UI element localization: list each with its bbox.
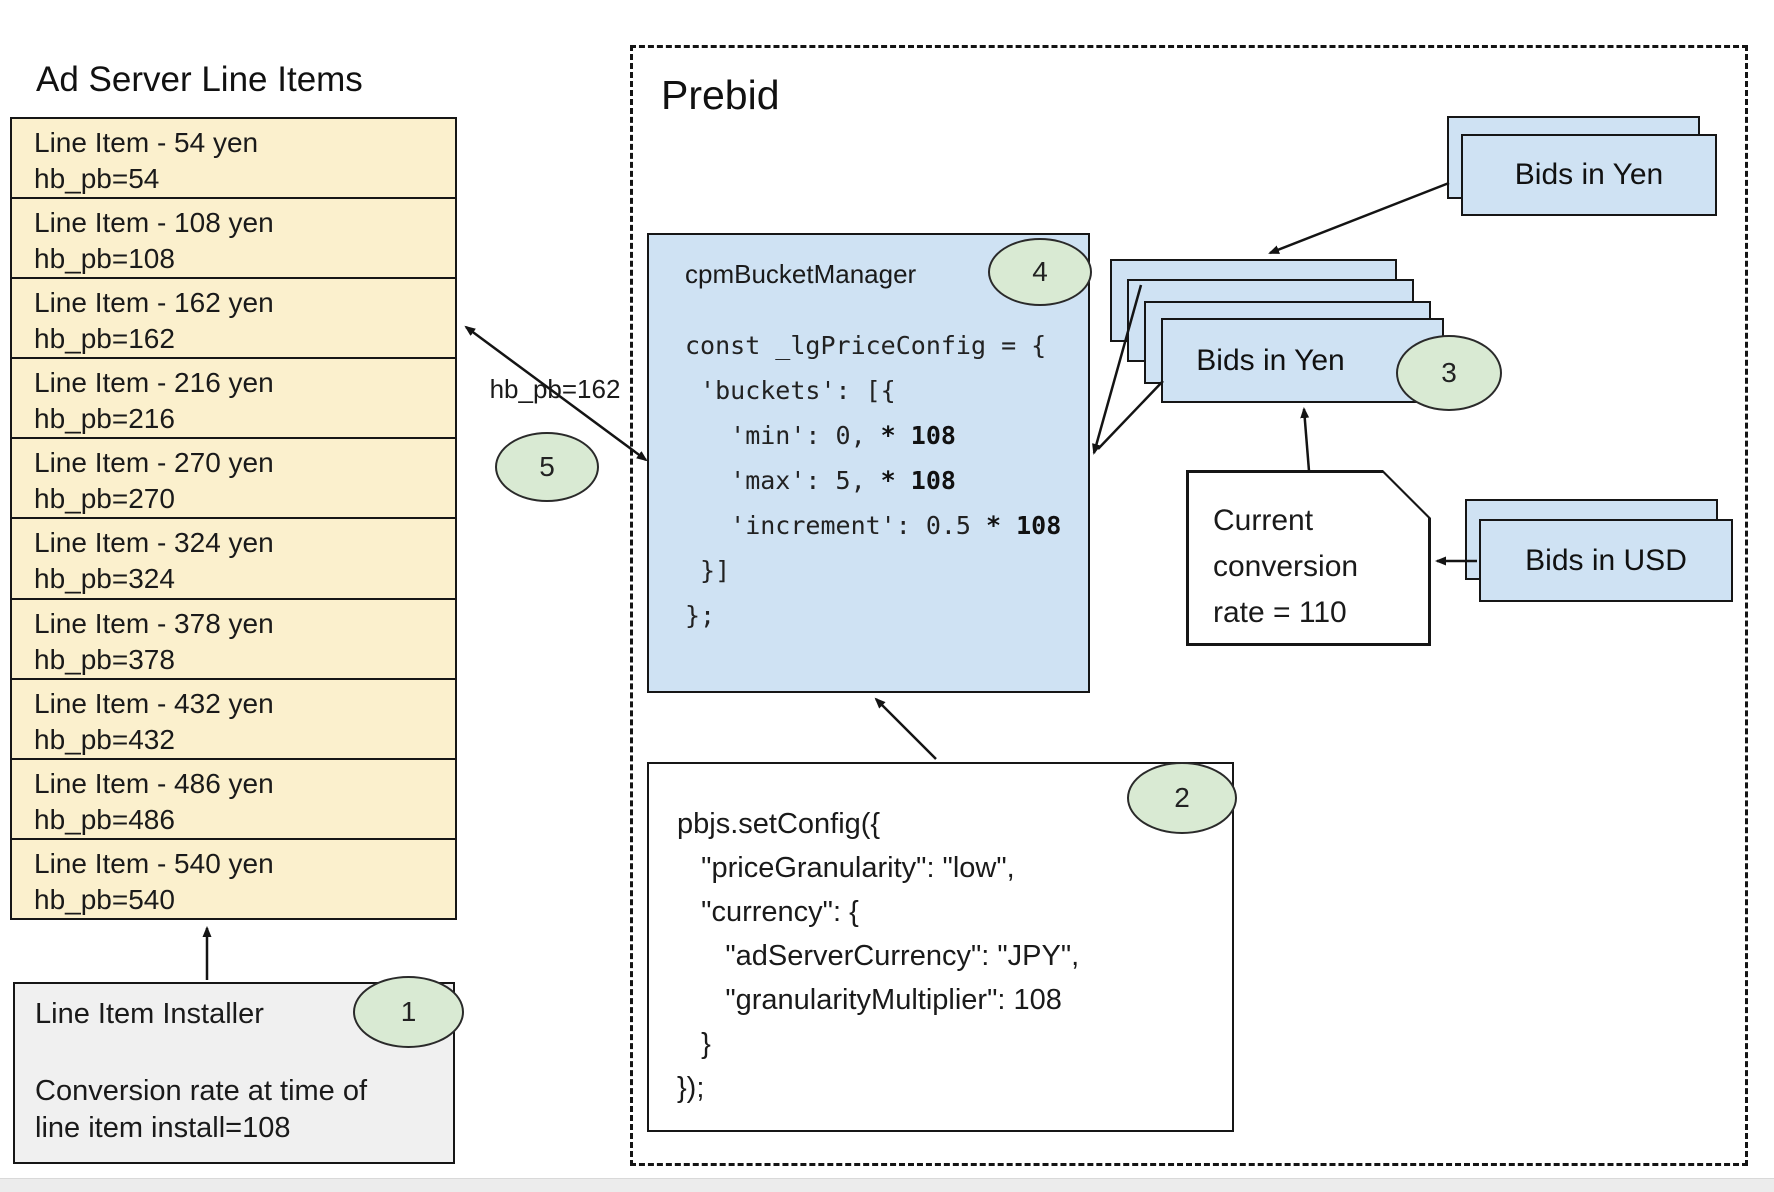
line-item-row: Line Item - 216 yen hb_pb=216: [12, 359, 455, 440]
installer-title: Line Item Installer: [35, 998, 264, 1030]
bids-in-yen-stack-card: Bids in Yen: [1161, 318, 1444, 403]
cpm-bucket-manager-code: const _lgPriceConfig = { 'buckets': [{ '…: [685, 323, 1061, 638]
installer-note: Conversion rate at time of line item ins…: [35, 1073, 433, 1147]
set-config-code-line: "adServerCurrency": "JPY",: [677, 940, 1080, 972]
set-config-code-line: "currency": {: [677, 896, 859, 928]
bottom-strip: [0, 1178, 1774, 1192]
set-config-box: pbjs.setConfig({ "priceGranularity": "lo…: [647, 762, 1234, 1132]
line-item-title: Line Item - 486 yen: [34, 767, 274, 799]
line-item-row: Line Item - 432 yen hb_pb=432: [12, 679, 455, 760]
line-item-row: Line Item - 54 yen hb_pb=54: [12, 119, 455, 200]
line-item-row: Line Item - 270 yen hb_pb=270: [12, 439, 455, 520]
installer-note-line: Conversion rate at time of: [35, 1075, 368, 1107]
line-item-row: Line Item - 162 yen hb_pb=162: [12, 279, 455, 360]
line-item-row: Line Item - 324 yen hb_pb=324: [12, 519, 455, 600]
line-item-title: Line Item - 54 yen: [34, 127, 259, 158]
conversion-rate-line: Current: [1213, 504, 1314, 537]
bids-in-usd-label: Bids in USD: [1525, 543, 1687, 577]
cpm-code-line: 'max': 5, * 108: [685, 466, 956, 495]
set-config-code-line: pbjs.setConfig({: [677, 808, 881, 840]
cpm-code-line: };: [685, 601, 716, 630]
line-item-title: Line Item - 378 yen: [34, 607, 274, 639]
line-item-row: Line Item - 486 yen hb_pb=486: [12, 759, 455, 840]
cpm-bucket-manager-title: cpmBucketManager: [685, 259, 917, 289]
line-item-hb-pb: hb_pb=540: [34, 883, 175, 915]
installer-note-line: line item install=108: [35, 1112, 291, 1144]
cpm-code-line: 'buckets': [{: [685, 376, 896, 405]
line-item-hb-pb: hb_pb=162: [34, 323, 175, 355]
set-config-code: pbjs.setConfig({ "priceGranularity": "lo…: [677, 802, 1079, 1110]
line-item-hb-pb: hb_pb=108: [34, 243, 175, 275]
line-item-hb-pb: hb_pb=486: [34, 803, 175, 835]
line-item-hb-pb: hb_pb=270: [34, 483, 175, 515]
line-item-hb-pb: hb_pb=432: [34, 723, 175, 755]
line-item-title: Line Item - 270 yen: [34, 447, 274, 479]
step-badge-5: 5: [495, 432, 599, 502]
conversion-rate-line: conversion: [1213, 550, 1359, 583]
step-badge-3: 3: [1396, 335, 1502, 411]
set-config-code-line: "priceGranularity": "low",: [677, 852, 1015, 884]
step-badge-1: 1: [353, 976, 464, 1048]
step-badge-4: 4: [988, 238, 1092, 306]
line-item-hb-pb: hb_pb=216: [34, 403, 175, 435]
set-config-code-line: "granularityMultiplier": 108: [677, 984, 1062, 1016]
line-item-row: Line Item - 540 yen hb_pb=540: [12, 839, 455, 918]
ad-server-title: Ad Server Line Items: [36, 60, 363, 99]
set-config-code-line: }: [677, 1028, 711, 1060]
line-item-title: Line Item - 432 yen: [34, 687, 274, 719]
line-item-title: Line Item - 216 yen: [34, 367, 274, 399]
line-item-row: Line Item - 378 yen hb_pb=378: [12, 599, 455, 680]
line-item-installer-box: Line Item Installer Conversion rate at t…: [13, 982, 455, 1164]
line-item-row: Line Item - 108 yen hb_pb=108: [12, 199, 455, 280]
line-item-hb-pb: hb_pb=324: [34, 563, 175, 595]
line-item-hb-pb: hb_pb=378: [34, 643, 175, 675]
cpm-code-line: const _lgPriceConfig = {: [685, 331, 1047, 360]
bids-in-yen-top-card: Bids in Yen: [1461, 134, 1717, 216]
hb-pb-arrow-label: hb_pb=162: [489, 374, 621, 404]
line-item-title: Line Item - 108 yen: [34, 207, 274, 239]
cpm-code-line: }]: [685, 556, 731, 585]
cpm-code-line: 'increment': 0.5 * 108: [685, 511, 1062, 540]
conversion-rate-note: [1189, 473, 1428, 643]
bids-in-yen-stack-label: Bids in Yen: [1196, 343, 1345, 377]
line-item-title: Line Item - 162 yen: [34, 287, 274, 319]
prebid-title: Prebid: [661, 72, 780, 118]
line-item-title: Line Item - 540 yen: [34, 847, 274, 879]
cpm-bucket-manager-box: cpmBucketManager const _lgPriceConfig = …: [647, 233, 1090, 693]
conversion-rate-line: rate = 110: [1213, 596, 1347, 629]
conversion-rate-text: Current conversion rate = 110: [1213, 498, 1358, 636]
bids-in-yen-top-label: Bids in Yen: [1514, 158, 1664, 191]
bids-in-usd-card: Bids in USD: [1479, 519, 1733, 602]
line-item-title: Line Item - 324 yen: [34, 527, 274, 559]
set-config-code-line: });: [677, 1072, 705, 1104]
step-badge-2: 2: [1127, 762, 1237, 834]
cpm-code-line: 'min': 0, * 108: [685, 421, 956, 450]
line-item-hb-pb: hb_pb=54: [34, 163, 160, 194]
